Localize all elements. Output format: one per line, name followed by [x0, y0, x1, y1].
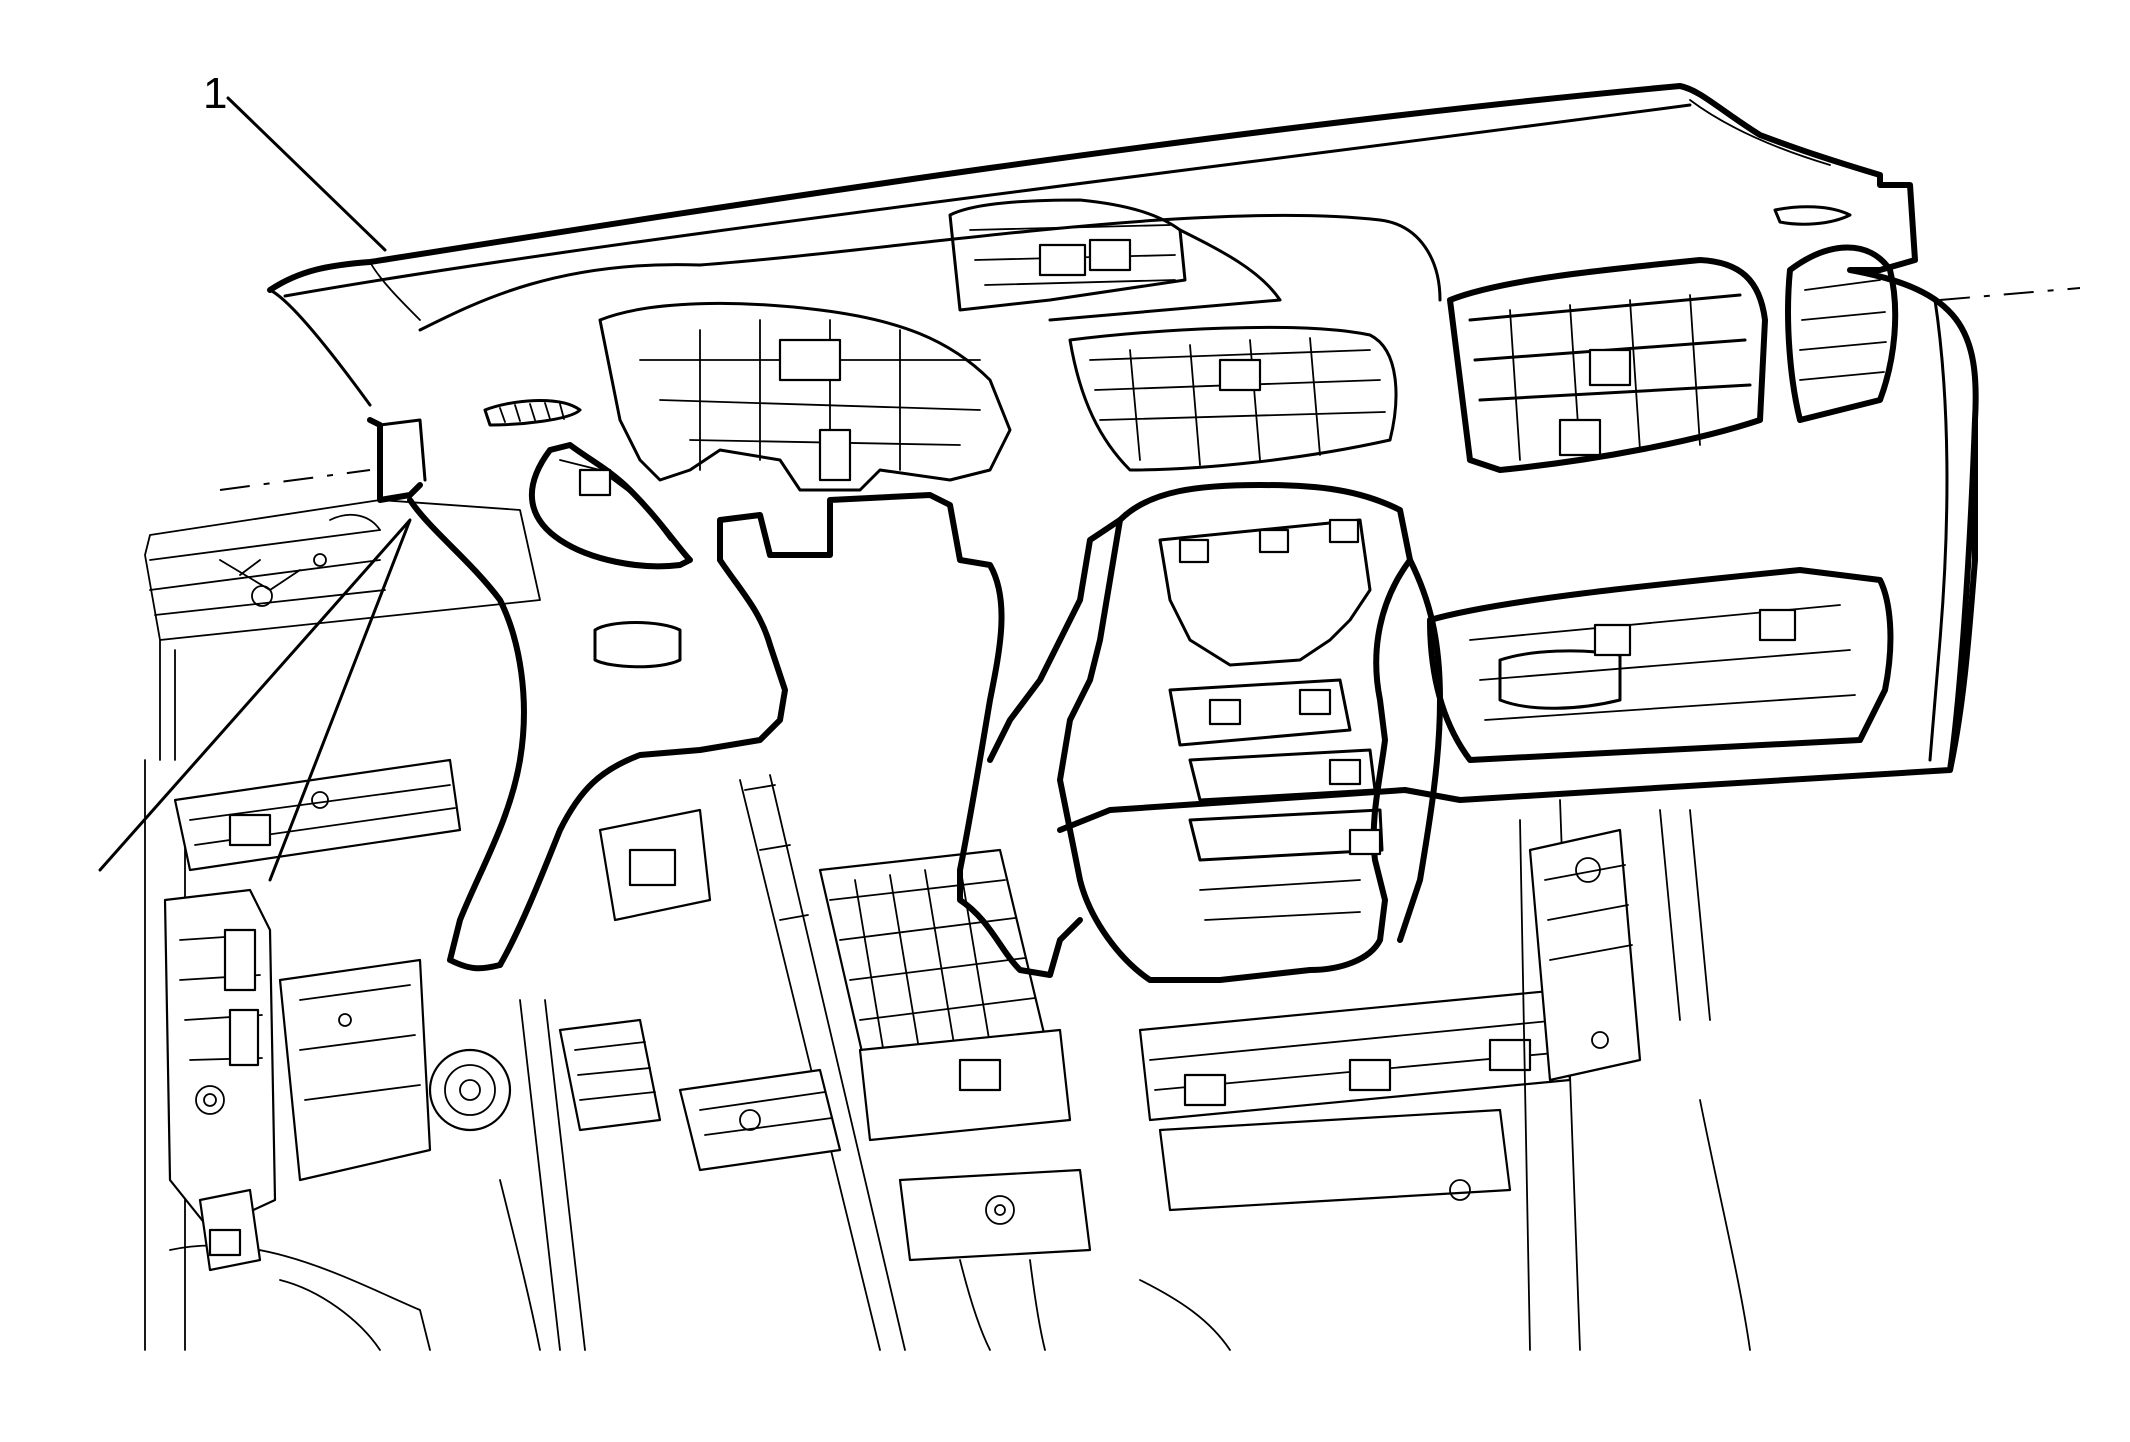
- vehicle-structure-background: [144, 499, 1751, 1351]
- callout-arrow: [98, 518, 412, 882]
- callout-label-1: 1: [203, 69, 227, 118]
- reference-dashed-line: [219, 287, 2081, 491]
- callout-1: 1: [98, 69, 412, 882]
- instrument-panel-assembly: [267, 83, 1979, 983]
- callout-leader-line: [226, 96, 387, 252]
